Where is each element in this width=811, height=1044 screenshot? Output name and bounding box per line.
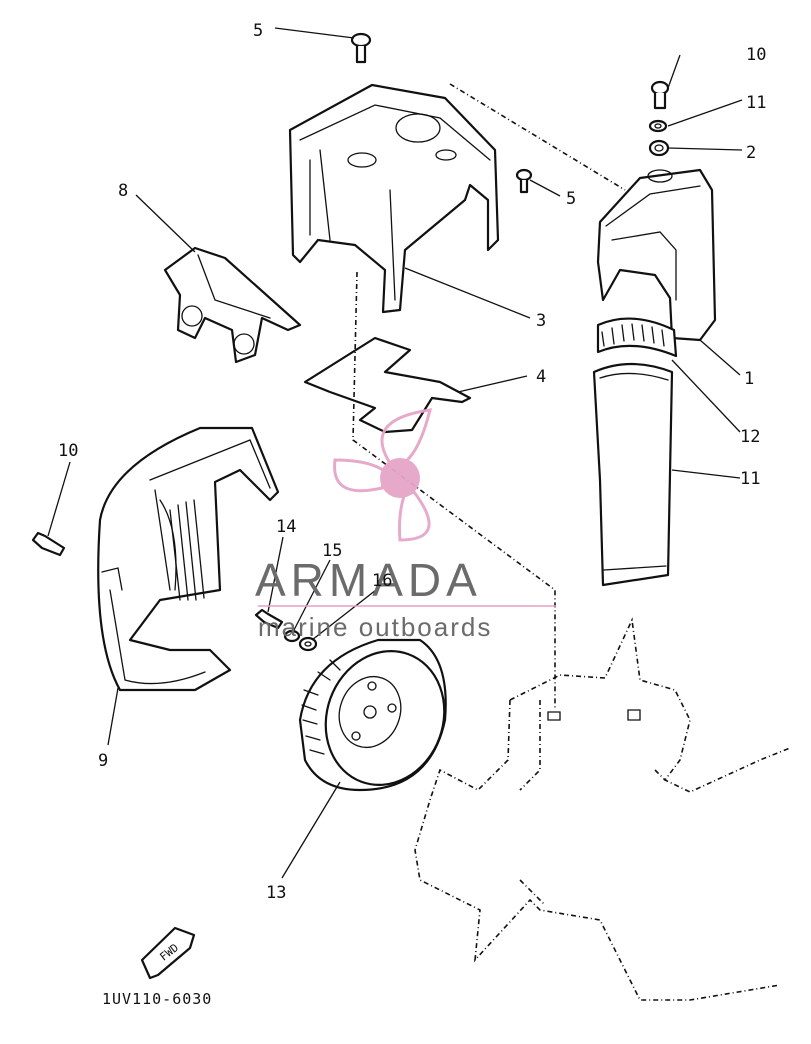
part-5-screw-right (515, 168, 533, 194)
part-4-gasket (303, 336, 472, 434)
drawing-code: 1UV110-6030 (102, 990, 212, 1008)
part-11-hose (592, 362, 674, 587)
callout-2: 2 (746, 143, 756, 163)
engine-block-outline (414, 617, 791, 1001)
propeller-logo-icon (333, 408, 432, 542)
watermark-tagline: marine outboards (258, 612, 492, 642)
part-2-grommet (648, 139, 670, 157)
part-10-bolt (31, 531, 66, 557)
watermark-brand: ARMADA (255, 554, 482, 606)
callouts: 5 10 11 2 5 8 3 4 1 12 11 10 14 15 16 9 … (58, 21, 766, 903)
part-8-bracket (163, 246, 302, 364)
callout-8: 8 (118, 181, 128, 201)
part-1-duct (596, 168, 717, 342)
callout-11: 11 (740, 469, 760, 489)
part-9-fan-housing (97, 426, 280, 692)
part-14-screw (254, 608, 284, 630)
part-15-washer (283, 629, 301, 643)
callout-3: 3 (536, 311, 546, 331)
watermark: ARMADA marine outboards (255, 408, 556, 642)
part-7-washer (648, 119, 668, 133)
callout-10: 10 (58, 441, 78, 461)
part-6-bolt (650, 80, 670, 110)
callout-4: 4 (536, 367, 546, 387)
callout-15: 15 (322, 541, 342, 561)
part-5-screw-top (350, 32, 372, 64)
callout-16: 16 (372, 571, 392, 591)
fwd-arrow-icon: FWD (140, 926, 196, 980)
part-16-nut (298, 636, 318, 652)
part-3-cover (288, 83, 500, 314)
callout-7: 11 (746, 93, 766, 113)
callout-14: 14 (276, 517, 296, 537)
alignment-lines (352, 83, 626, 710)
callout-12: 12 (740, 427, 760, 447)
leader-lines (47, 27, 743, 879)
callout-1: 1 (744, 369, 754, 389)
part-13-flywheel (298, 638, 447, 792)
callout-13: 13 (266, 883, 286, 903)
callout-9: 9 (98, 751, 108, 771)
part-12-band (596, 317, 678, 358)
callout-5-top: 5 (253, 21, 263, 41)
callout-6: 10 (746, 45, 766, 65)
callout-5-right: 5 (566, 189, 576, 209)
